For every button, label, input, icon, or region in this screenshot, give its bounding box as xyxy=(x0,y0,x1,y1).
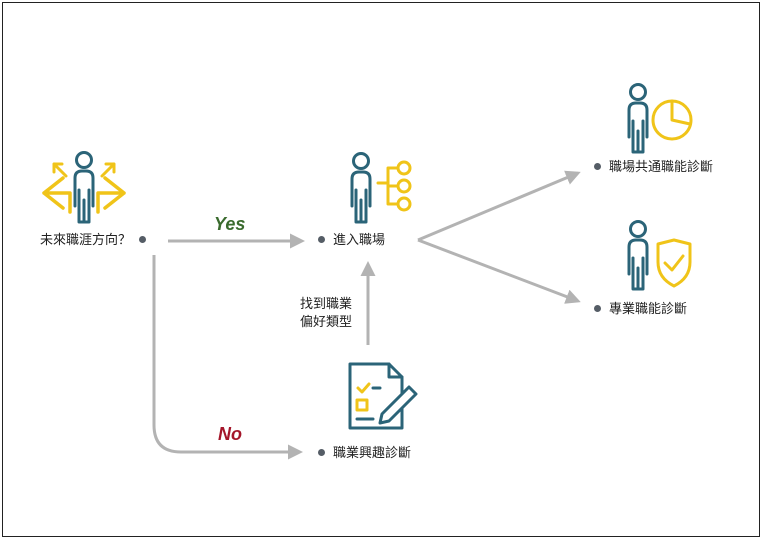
professional-diagnosis-dot xyxy=(594,305,601,312)
common-diagnosis-label: 職場共通職能診斷 xyxy=(609,160,714,175)
professional-diagnosis-label: 專業職能診斷 xyxy=(609,302,688,317)
person-network-icon xyxy=(350,152,412,224)
professional-diagnosis-node: 專業職能診斷 xyxy=(594,302,687,318)
enter-workplace-label: 進入職場 xyxy=(333,233,386,248)
to-professional-diagnosis-arrow xyxy=(417,238,581,304)
interest-diagnosis-node: 職業興趣診斷 xyxy=(318,446,411,462)
find-preference-label: 找到職業 偏好類型 xyxy=(300,296,352,332)
find-preference-line2: 偏好類型 xyxy=(300,315,353,330)
to-common-diagnosis-arrow xyxy=(417,170,581,242)
start-label: 未來職涯方向？ xyxy=(40,233,132,248)
common-diagnosis-dot xyxy=(594,163,601,170)
person-shield-check-icon xyxy=(627,220,692,291)
enter-workplace-node: 進入職場 xyxy=(318,233,385,249)
common-diagnosis-node: 職場共通職能診斷 xyxy=(594,160,713,176)
no-label: No xyxy=(218,424,242,444)
yes-label: Yes xyxy=(214,214,246,234)
person-pie-chart-icon xyxy=(627,83,693,154)
person-arrows-icon xyxy=(42,151,126,224)
checklist-pencil-icon xyxy=(348,362,418,430)
start-dot xyxy=(139,236,147,243)
enter-workplace-dot xyxy=(318,236,325,243)
no-arrow xyxy=(152,255,303,460)
interest-diagnosis-label: 職業興趣診斷 xyxy=(333,446,412,461)
interest-diagnosis-dot xyxy=(318,449,325,456)
start-node: 未來職涯方向？ xyxy=(40,233,147,249)
find-preference-line1: 找到職業 xyxy=(300,297,353,312)
